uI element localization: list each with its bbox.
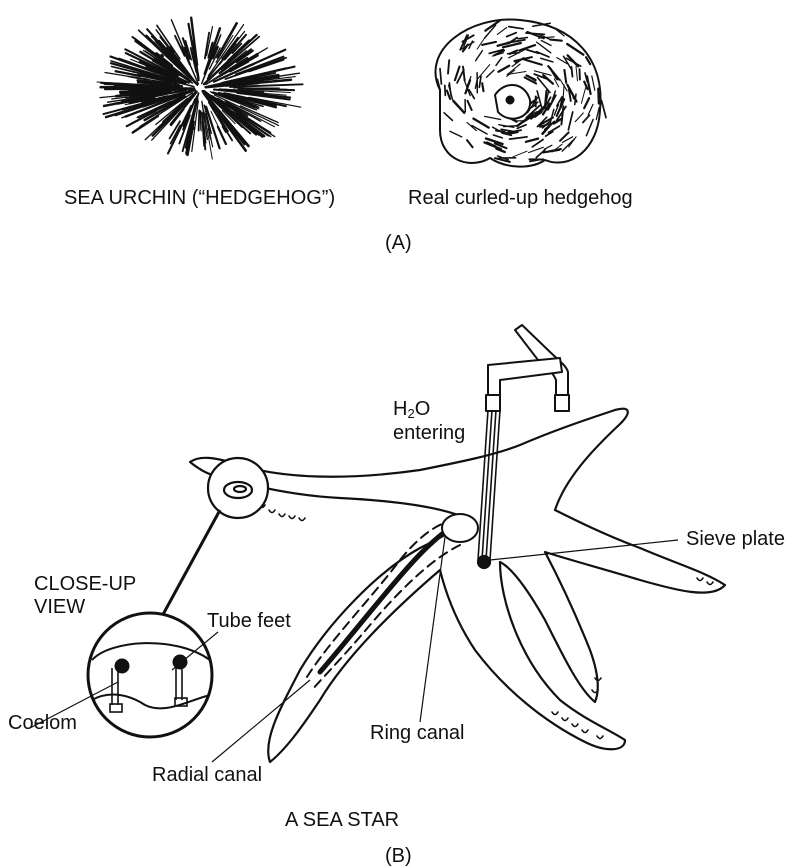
closeup-label-line2: VIEW bbox=[34, 596, 85, 618]
panel-b-label: (B) bbox=[385, 845, 412, 868]
faucet-drawing bbox=[486, 325, 569, 411]
hedgehog-caption: Real curled-up hedgehog bbox=[408, 187, 633, 210]
sea-star-title: A SEA STAR bbox=[285, 809, 399, 832]
sea-star-drawing bbox=[190, 409, 725, 762]
tube-feet-label: Tube feet bbox=[207, 610, 291, 633]
closeup-locator-circle bbox=[208, 458, 268, 518]
urchin-caption: SEA URCHIN (“HEDGEHOG”) bbox=[64, 187, 335, 210]
radial-canal-label: Radial canal bbox=[152, 764, 262, 787]
closeup-label-line1: CLOSE-UP bbox=[34, 573, 136, 595]
sea-star-outline bbox=[190, 409, 725, 762]
water-label-h: H bbox=[393, 398, 407, 420]
closeup-label: CLOSE-UP VIEW bbox=[34, 573, 136, 619]
panel-a-label: (A) bbox=[385, 232, 412, 255]
ring-canal-label: Ring canal bbox=[370, 722, 465, 745]
water-label-subscript: 2 bbox=[407, 406, 414, 421]
closeup-view-circle bbox=[88, 613, 212, 737]
water-label-o: O bbox=[415, 398, 431, 420]
water-label-entering: entering bbox=[393, 422, 465, 444]
coelom-label: Coelom bbox=[8, 712, 77, 735]
sieve-plate-label: Sieve plate bbox=[686, 528, 785, 551]
water-label: H2O entering bbox=[393, 398, 465, 445]
sea-urchin-drawing bbox=[97, 18, 303, 159]
hedgehog-drawing bbox=[435, 20, 606, 167]
